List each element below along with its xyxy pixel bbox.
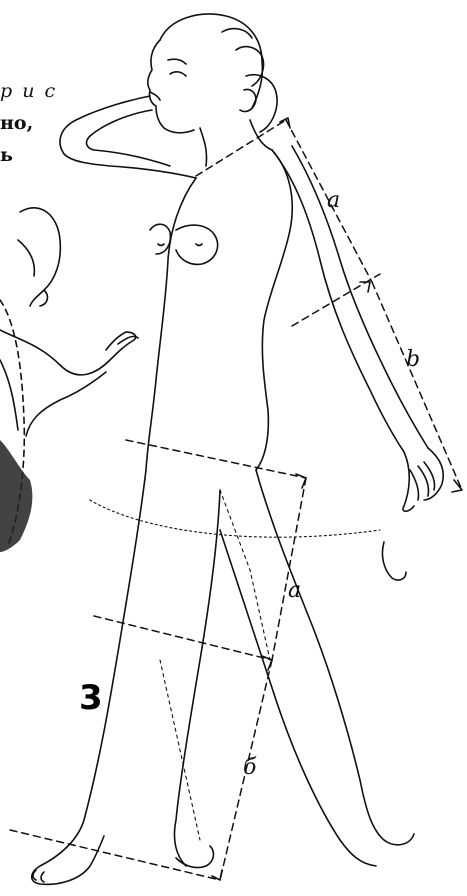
back-leg bbox=[176, 470, 414, 868]
cut-off-text-line-2: но, bbox=[0, 112, 33, 134]
raised-arm bbox=[60, 96, 196, 178]
back-arm bbox=[272, 146, 443, 511]
figure-head bbox=[148, 14, 277, 166]
figure-number: 3 bbox=[79, 678, 103, 718]
shaded-fabric-patch bbox=[0, 440, 32, 552]
torso bbox=[146, 150, 292, 470]
cut-off-text-line-1: р и с bbox=[0, 80, 57, 102]
label-arm-lower: b bbox=[406, 347, 420, 372]
measurement-lines bbox=[10, 120, 462, 880]
label-leg-lower: б bbox=[243, 755, 256, 780]
cut-off-text-line-3: ь bbox=[0, 144, 13, 166]
label-arm-upper: a bbox=[327, 188, 340, 213]
hip-arc bbox=[90, 500, 380, 537]
label-leg-upper: a bbox=[288, 578, 301, 603]
front-leg bbox=[32, 470, 220, 884]
